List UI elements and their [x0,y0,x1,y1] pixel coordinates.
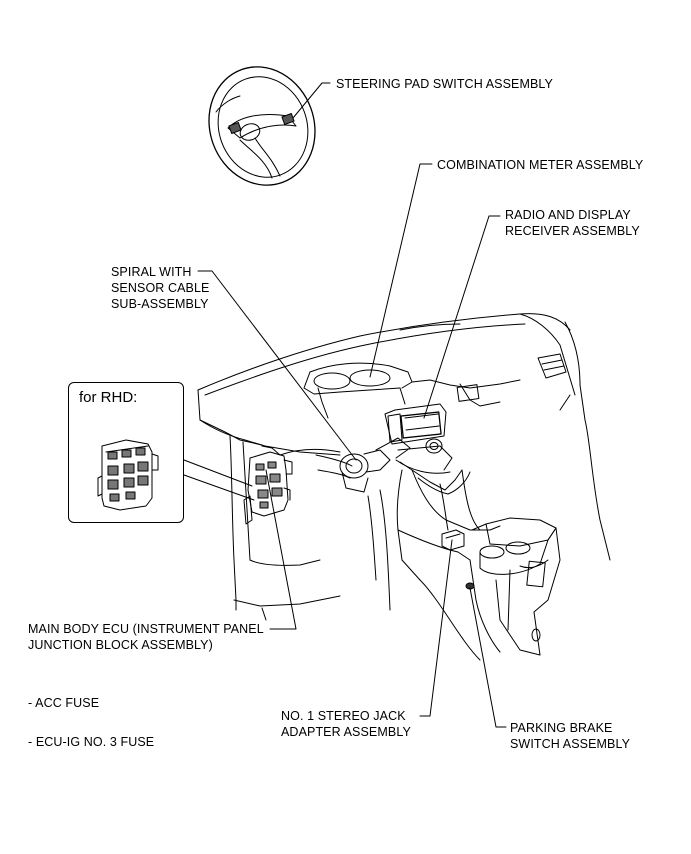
steering-wheel [208,66,316,186]
label-ecu-ig-fuse: - ECU-IG NO. 3 FUSE [28,735,155,749]
rhd-inset-box: for RHD: [68,382,184,523]
leader-lines [183,82,507,728]
dashboard-body [197,313,611,661]
rhd-inset-title: for RHD: [79,389,138,406]
label-steering-pad-switch: STEERING PAD SWITCH ASSEMBLY [336,77,553,91]
main-body-ecu-part [243,451,293,525]
label-combination-meter: COMBINATION METER ASSEMBLY [437,158,644,172]
label-stereo-jack-adapter: NO. 1 STEREO JACK ADAPTER ASSEMBLY [281,709,411,739]
label-radio-display-receiver: RADIO AND DISPLAY RECEIVER ASSEMBLY [505,208,640,238]
label-acc-fuse: - ACC FUSE [28,696,100,710]
label-spiral-cable: SPIRAL WITH SENSOR CABLE SUB-ASSEMBLY [111,265,210,311]
inset-ecu-part [97,439,159,511]
label-main-body-ecu: MAIN BODY ECU (INSTRUMENT PANEL JUNCTION… [28,622,264,652]
label-parking-brake-switch: PARKING BRAKE SWITCH ASSEMBLY [510,721,631,751]
